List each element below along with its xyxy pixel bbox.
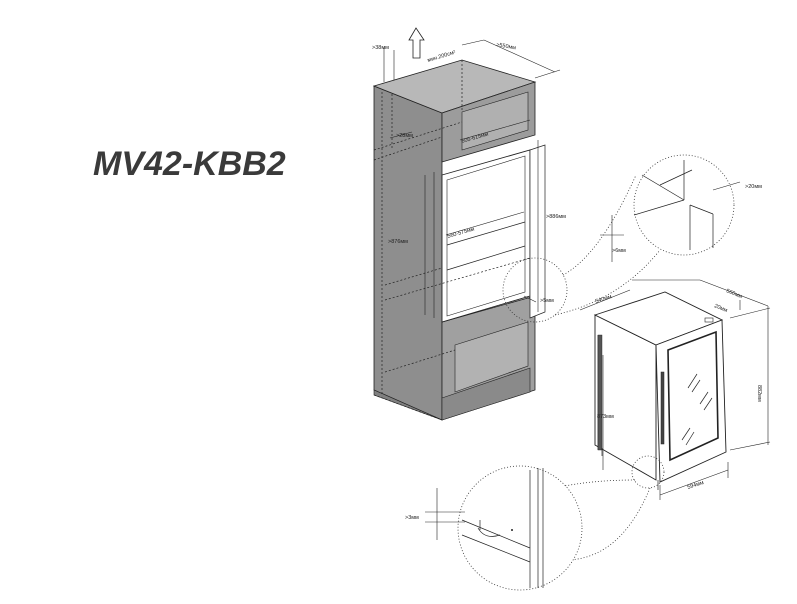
detail-circle-top [600, 154, 741, 262]
cooler-dimensions [579, 279, 771, 500]
label-opening-total: >886мм [546, 214, 566, 220]
niche-inner [446, 155, 526, 317]
label-top-gap: >38мм [372, 45, 389, 51]
label-top-side-gap: >28мм [396, 133, 413, 139]
wine-cooler [593, 291, 727, 490]
cooler-glass [667, 330, 719, 462]
cabinet-plinth-front [441, 367, 531, 421]
cabinet-dimensions [383, 39, 561, 318]
detail-circle-bottom [425, 465, 583, 591]
label-unit-height-total: 882мм [756, 385, 762, 402]
label-unit-depth: 540мм [595, 294, 613, 305]
label-door-offset: 20мм [713, 303, 728, 314]
label-unit-total-depth: 560мм [725, 288, 743, 300]
label-detail-gap-right: >20мм [745, 184, 762, 190]
niche-side-frame [529, 144, 546, 319]
cabinet-base-panel [454, 321, 529, 393]
up-arrow-icon [408, 27, 425, 59]
model-title: MV42-KBB2 [93, 145, 286, 183]
detail-marker-cabinet [502, 257, 568, 323]
label-vent-area: мин.200см² [427, 50, 457, 64]
label-foot-gap: >3мм [405, 515, 419, 521]
label-depth-cabinet: >550мм [496, 42, 517, 51]
label-detail-gap-bottom: >6мм [612, 248, 626, 254]
cooler-handle [660, 371, 665, 445]
detail-marker-cooler [631, 455, 665, 489]
label-unit-height-body: 873мм [597, 414, 614, 420]
cooler-hinge [704, 317, 714, 323]
cooler-back-strip [597, 334, 603, 451]
cabinet [372, 59, 546, 421]
label-niche-height-inner: >876мм [388, 239, 408, 245]
label-unit-width: 594мм [687, 480, 705, 491]
label-bottom-gap: >5мм [540, 298, 554, 304]
cabinet-upper-panel [461, 91, 529, 151]
